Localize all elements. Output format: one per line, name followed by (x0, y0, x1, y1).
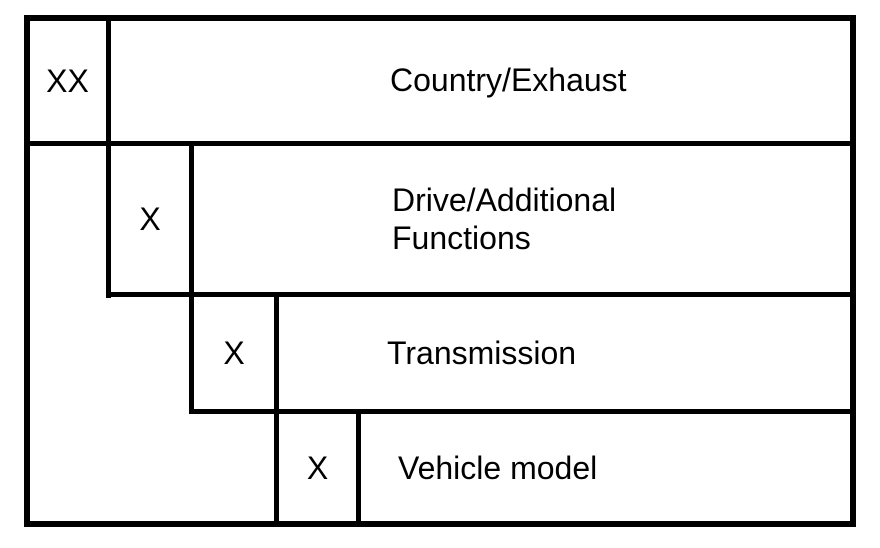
row-divider-3 (189, 409, 856, 414)
code-text-drive-additional: X (139, 201, 161, 237)
label-text-transmission: Transmission (387, 334, 577, 371)
label-line-functions: Functions (392, 220, 531, 256)
label-country-exhaust: Country/Exhaust (390, 15, 627, 146)
column-line-1 (106, 15, 111, 298)
row-divider-1 (24, 141, 856, 146)
diagram-outer-border (24, 15, 856, 527)
label-text-country-exhaust: Country/Exhaust (390, 62, 627, 99)
label-vehicle-model: Vehicle model (398, 409, 597, 527)
row-divider-2 (106, 292, 856, 297)
label-text-drive-additional-functions: Drive/Additional Functions (392, 181, 616, 258)
column-line-4 (356, 409, 361, 527)
code-text-transmission: X (223, 335, 245, 371)
code-cell-drive-additional: X (106, 141, 194, 297)
label-text-vehicle-model: Vehicle model (398, 449, 598, 486)
code-text-vehicle-model: X (306, 450, 329, 486)
label-transmission: Transmission (387, 292, 576, 414)
code-cell-vehicle-model: X (274, 409, 361, 527)
code-text-country-exhaust: XX (46, 62, 89, 99)
code-cell-country-exhaust: XX (24, 15, 111, 146)
code-cell-transmission: X (189, 292, 279, 414)
label-line-drive-additional: Drive/Additional (392, 181, 617, 218)
label-drive-additional-functions: Drive/Additional Functions (392, 141, 616, 297)
column-line-2 (189, 141, 194, 414)
